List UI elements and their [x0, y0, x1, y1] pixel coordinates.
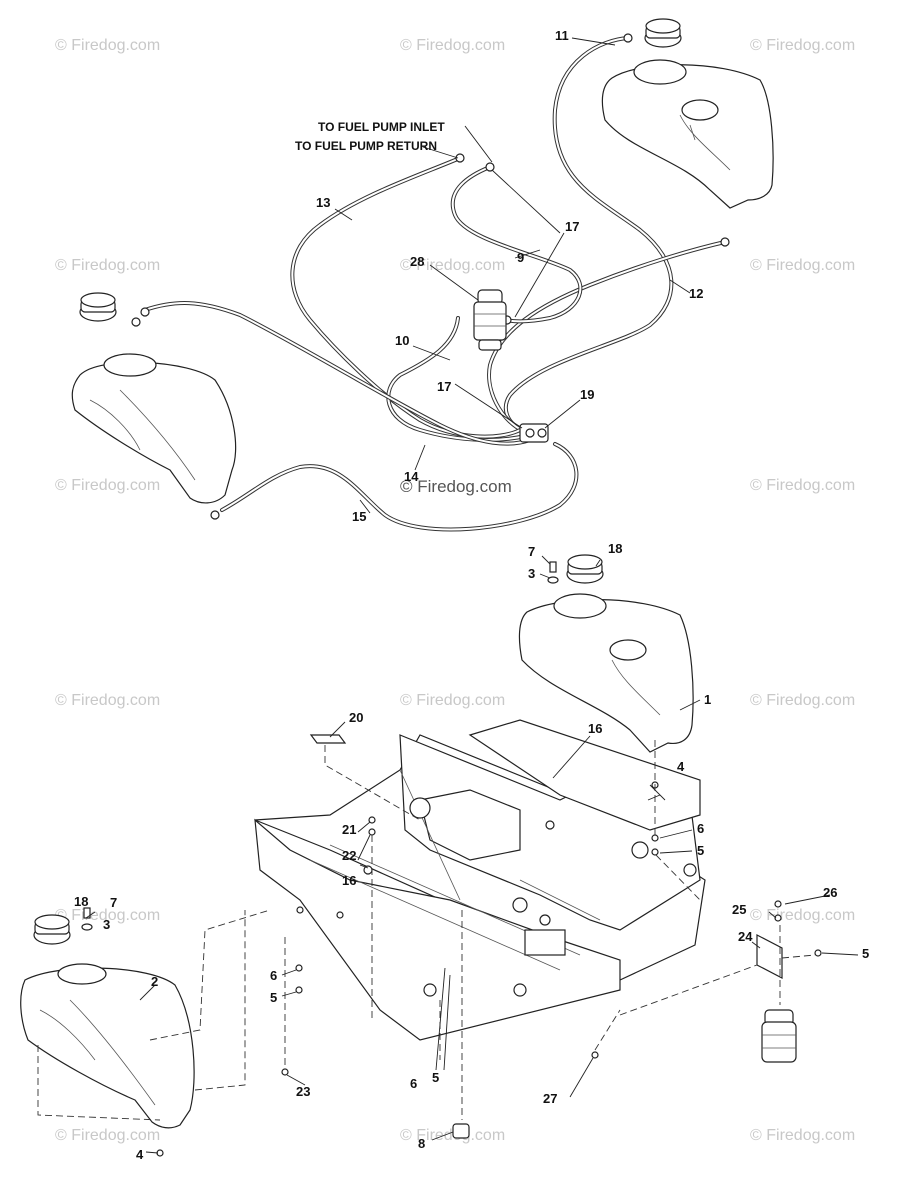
callout-4: 4	[136, 1147, 144, 1162]
frame-top-deck	[468, 719, 701, 831]
vent-valve	[549, 561, 557, 573]
watermark: © Firedog.com	[750, 692, 855, 709]
grommet	[547, 576, 559, 584]
fuel-cap-lower-right	[547, 554, 604, 584]
callout-9: 9	[517, 250, 524, 265]
callout-5: 5	[862, 946, 869, 961]
callout-5: 5	[697, 843, 704, 858]
fuel-lines	[143, 36, 727, 532]
callout-numbers: 11 12 13 17 9 28 10 17 19 14 15 7 18 3 1…	[74, 28, 869, 1162]
fuel-tank-lower-left	[20, 963, 195, 1129]
frame-cutout	[524, 929, 566, 956]
label-fuel-pump-inlet: TO FUEL PUMP INLET	[318, 120, 445, 134]
tank-outlet-fitting	[210, 510, 220, 520]
fittings-upper	[140, 33, 730, 520]
clamp	[814, 949, 822, 957]
watermark-center: © Firedog.com	[400, 477, 512, 496]
watermark: © Firedog.com	[55, 1127, 160, 1144]
fuel-cap-upper-left	[79, 292, 141, 327]
hardware-lower	[156, 734, 659, 1157]
callout-17: 17	[565, 219, 579, 234]
watermark: © Firedog.com	[55, 692, 160, 709]
decal-label	[309, 734, 347, 744]
watermark: © Firedog.com	[750, 477, 855, 494]
callout-18: 18	[74, 894, 88, 909]
watermark: © Firedog.com	[55, 257, 160, 274]
callout-15: 15	[352, 509, 366, 524]
watermark: © Firedog.com	[750, 1127, 855, 1144]
watermark: © Firedog.com	[400, 692, 505, 709]
callout-6: 6	[410, 1076, 417, 1091]
callout-14: 14	[404, 469, 419, 484]
callout-7: 7	[528, 544, 535, 559]
fuel-filter	[473, 289, 507, 351]
watermark: © Firedog.com	[750, 907, 855, 924]
callout-8: 8	[418, 1136, 425, 1151]
fuel-tank-upper-right	[601, 59, 774, 209]
callout-19: 19	[580, 387, 594, 402]
tank-outlet-fitting	[720, 237, 730, 247]
callout-16: 16	[342, 873, 356, 888]
callout-18: 18	[608, 541, 622, 556]
assembly-dash-lines	[37, 740, 816, 1121]
fuel-tank-lower-right	[518, 593, 694, 753]
fitting-inlet	[485, 162, 495, 172]
bolt	[774, 900, 782, 908]
callout-13: 13	[316, 195, 330, 210]
watermark: © Firedog.com	[400, 37, 505, 54]
callout-28: 28	[410, 254, 424, 269]
filter-bracket	[756, 900, 822, 979]
callout-7: 7	[110, 895, 117, 910]
watermark: © Firedog.com	[55, 37, 160, 54]
fuel-cap-upper-right	[644, 18, 682, 48]
frame-cross-member	[419, 789, 521, 861]
callout-17: 17	[437, 379, 451, 394]
frame-floor-pan	[254, 818, 621, 1041]
watermark: © Firedog.com	[55, 477, 160, 494]
watermark: © Firedog.com	[750, 37, 855, 54]
vent-valve	[83, 907, 91, 919]
callout-10: 10	[395, 333, 409, 348]
callout-5: 5	[432, 1070, 439, 1085]
callout-2: 2	[151, 974, 158, 989]
callout-23: 23	[296, 1084, 310, 1099]
grommet	[81, 923, 93, 931]
fuel-tank-upper-left	[71, 353, 237, 504]
callout-24: 24	[738, 929, 753, 944]
leader-lines	[85, 37, 859, 1154]
watermark: © Firedog.com	[400, 257, 505, 274]
callout-26: 26	[823, 885, 837, 900]
fuel-filter-lower	[761, 1009, 797, 1063]
fuel-line-12	[487, 240, 727, 434]
tank-vent-fitting	[140, 307, 150, 317]
fitting-return	[455, 153, 465, 163]
callout-6: 6	[697, 821, 704, 836]
frame-chassis	[254, 719, 706, 1041]
callout-4: 4	[677, 759, 685, 774]
washer	[774, 914, 782, 922]
callout-3: 3	[528, 566, 535, 581]
callout-5: 5	[270, 990, 277, 1005]
callout-12: 12	[689, 286, 703, 301]
watermark: © Firedog.com	[55, 907, 160, 924]
watermarks: © Firedog.com © Firedog.com © Firedog.co…	[55, 37, 855, 1144]
callout-3: 3	[103, 917, 110, 932]
label-fuel-pump-return: TO FUEL PUMP RETURN	[295, 139, 437, 153]
tank-vent-fitting	[623, 33, 633, 43]
callout-1: 1	[704, 692, 711, 707]
watermark: © Firedog.com	[750, 257, 855, 274]
callout-16: 16	[588, 721, 602, 736]
callout-21: 21	[342, 822, 356, 837]
callout-25: 25	[732, 902, 746, 917]
fuel-cap-lower-left	[33, 907, 93, 945]
callout-27: 27	[543, 1091, 557, 1106]
callout-6: 6	[270, 968, 277, 983]
callout-20: 20	[349, 710, 363, 725]
callout-11: 11	[555, 28, 569, 43]
callout-22: 22	[342, 848, 356, 863]
